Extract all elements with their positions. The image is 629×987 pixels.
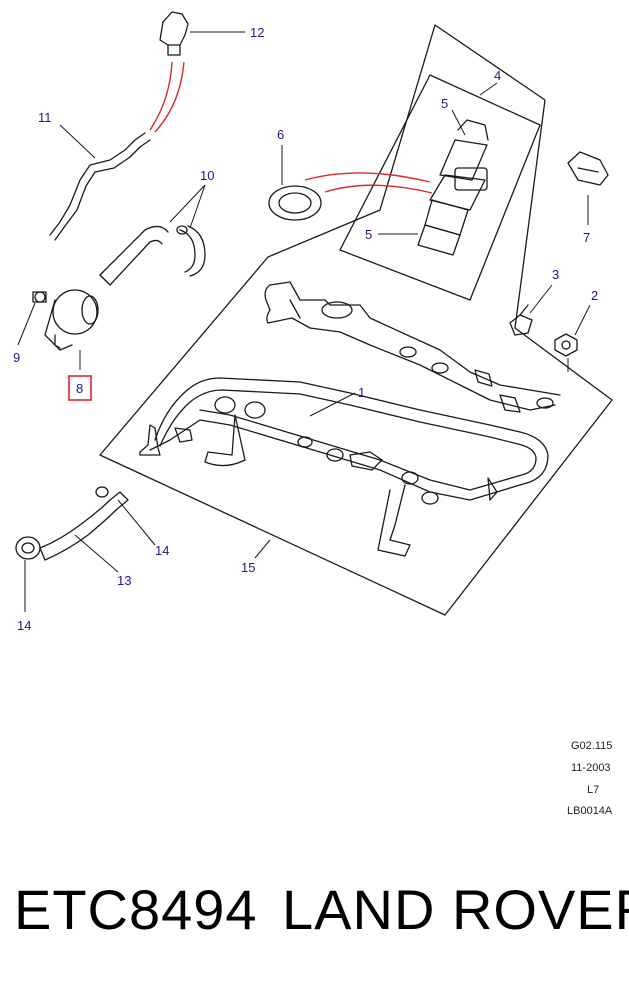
fuel-pipe-hoop: [139, 377, 549, 557]
leader-13: [74, 534, 119, 573]
ref-code: G02.115: [571, 740, 612, 752]
leader-9: [17, 302, 36, 346]
injector-seal: [268, 185, 322, 221]
leader-15: [254, 539, 271, 559]
callout-4[interactable]: 4: [494, 68, 501, 83]
leader-10a: [169, 184, 206, 223]
injector-box-outline: [339, 74, 541, 301]
temperature-sensor: [509, 304, 533, 336]
callout-8[interactable]: 8: [76, 381, 83, 396]
callout-3[interactable]: 3: [552, 267, 559, 282]
callout-10[interactable]: 10: [200, 168, 214, 183]
leader-11: [59, 124, 96, 159]
red-line-1: [149, 61, 173, 131]
red-line-2: [154, 61, 185, 133]
callout-15[interactable]: 15: [241, 560, 255, 575]
leader-14a: [117, 499, 156, 546]
ref-id: LB0014A: [567, 805, 613, 817]
callout-13[interactable]: 13: [117, 573, 131, 588]
pressure-regulator: [32, 289, 99, 351]
parts-diagram: 12 11 10 6 4 5 5 7 3 2 1 9 8 14 13 15 14…: [13, 11, 613, 817]
injector-clip: [567, 151, 609, 186]
fuel-injector: [417, 119, 489, 256]
part-number: ETC8494: [14, 878, 258, 941]
red-line-3: [304, 172, 431, 183]
ref-level: L7: [587, 784, 599, 796]
callout-9[interactable]: 9: [13, 350, 20, 365]
callout-8-highlight: [68, 375, 92, 401]
fuel-hose: [15, 486, 129, 561]
nut: [554, 333, 578, 357]
red-line-4: [324, 184, 433, 194]
leader-2: [574, 304, 591, 336]
brand-name: LAND ROVER: [282, 878, 629, 941]
callout-1[interactable]: 1: [358, 385, 365, 400]
callout-12[interactable]: 12: [250, 25, 264, 40]
leader-1: [309, 392, 356, 417]
callout-14-top[interactable]: 14: [155, 543, 169, 558]
vacuum-pipe: [49, 11, 189, 241]
callout-5-bottom[interactable]: 5: [365, 227, 372, 242]
leader-4: [479, 82, 498, 96]
footer: [0, 822, 629, 987]
callout-6[interactable]: 6: [277, 127, 284, 142]
callout-7[interactable]: 7: [583, 230, 590, 245]
leader-5a: [451, 109, 466, 136]
ref-date: 11-2003: [571, 762, 611, 774]
assembly-outline: [99, 24, 613, 616]
callout-11[interactable]: 11: [38, 110, 52, 125]
leader-3: [529, 284, 553, 314]
callout-2[interactable]: 2: [591, 288, 598, 303]
vacuum-hose: [99, 225, 206, 286]
leader-10b: [189, 184, 206, 229]
callout-14-bottom[interactable]: 14: [17, 618, 31, 633]
fuel-rail: [264, 281, 561, 413]
callout-5-top[interactable]: 5: [441, 96, 448, 111]
